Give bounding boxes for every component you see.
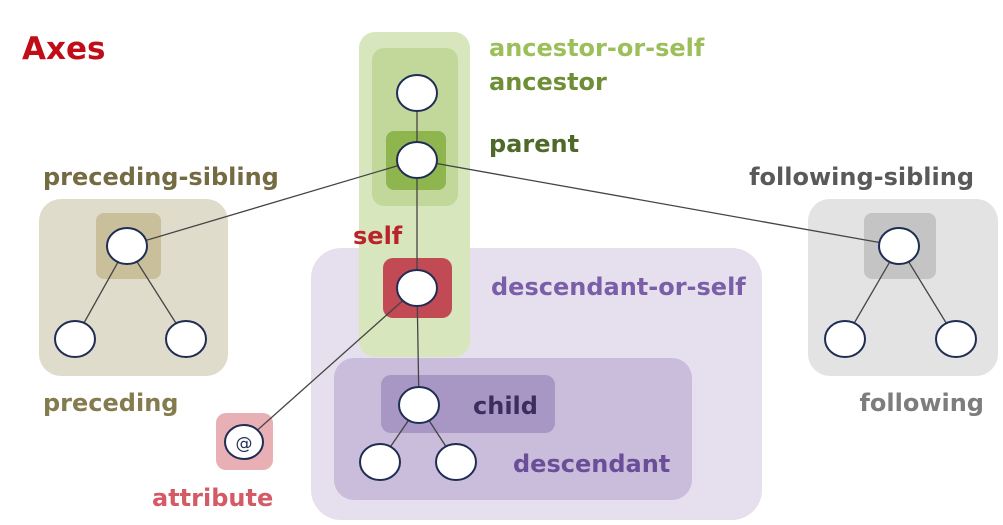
ancestor-node — [396, 74, 438, 112]
ancestor-or-self-label: ancestor-or-self — [489, 34, 705, 62]
self-label: self — [353, 222, 403, 250]
following-node-right — [935, 320, 977, 358]
preceding-node-right — [165, 320, 207, 358]
following-sibling-label: following-sibling — [749, 163, 974, 191]
following-label: following — [859, 389, 984, 417]
descendant-node-left — [359, 443, 401, 481]
preceding-node-left — [54, 320, 96, 358]
child-label: child — [473, 392, 538, 420]
edge-parent-following-sibling — [416, 159, 900, 247]
self-node — [396, 269, 438, 307]
edge-self-attribute — [243, 287, 418, 443]
parent-node — [396, 141, 438, 179]
attribute-node-symbol: @ — [236, 434, 253, 454]
descendant-label: descendant — [513, 450, 670, 478]
descendant-or-self-label: descendant-or-self — [491, 273, 746, 301]
following-sibling-node — [878, 227, 920, 265]
descendant-node-right — [435, 443, 477, 481]
nodes — [54, 74, 977, 481]
child-node — [398, 386, 440, 424]
edge-parent-preceding-sibling — [126, 159, 418, 247]
ancestor-label: ancestor — [489, 68, 607, 96]
diagram-title: Axes — [22, 31, 105, 67]
edge-self-child — [416, 287, 420, 406]
attribute-label: attribute — [152, 484, 273, 512]
preceding-sibling-label: preceding-sibling — [43, 163, 279, 191]
parent-label: parent — [489, 130, 579, 158]
following-node-left — [824, 320, 866, 358]
attribute-node — [224, 424, 264, 460]
preceding-sibling-node — [106, 227, 148, 265]
preceding-label: preceding — [43, 389, 178, 417]
